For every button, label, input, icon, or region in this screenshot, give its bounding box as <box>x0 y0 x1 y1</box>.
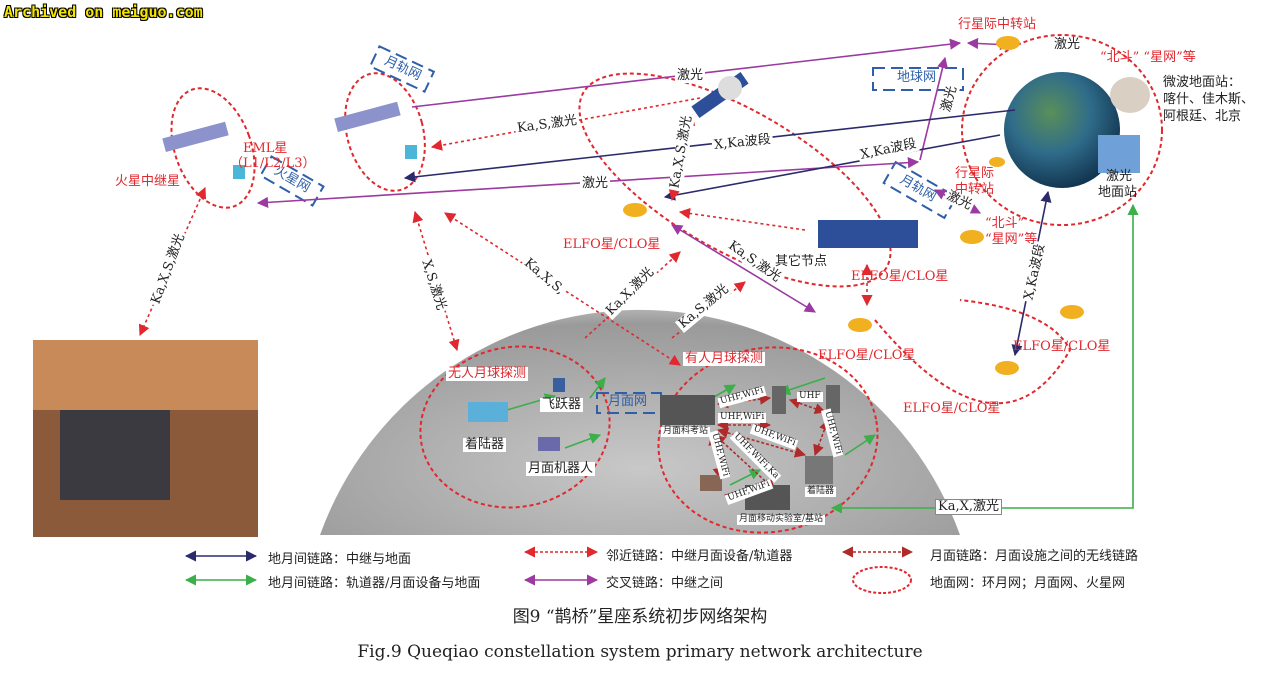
earth-network <box>961 34 1163 226</box>
laser-station-label-2: 地面站 <box>1098 185 1138 200</box>
beidou-mid-label-2: “星网”等 <box>985 232 1038 247</box>
microwave-dish-icon <box>1110 77 1150 113</box>
watermark: Archived on meiguo.com <box>4 3 203 21</box>
lander-label: 着陆器 <box>463 437 507 453</box>
elfo-label: ELFO星/CLO星 <box>818 348 916 363</box>
observatory-icon <box>1098 135 1140 173</box>
manned-label: 有人月球探测 <box>683 351 766 367</box>
link-label: 激光 <box>1052 37 1083 53</box>
link-label: UHF,WiFi <box>718 412 767 423</box>
link-label: Ka,X,激光 <box>935 499 1002 516</box>
relay-link-earth-eml <box>403 109 1016 183</box>
mars-relay-network <box>170 87 256 209</box>
unmanned-network <box>419 345 611 509</box>
link-label: 激光 <box>580 176 611 192</box>
lander2-label: 着陆器 <box>805 486 837 497</box>
beidou-top-label: “北斗” “星网”等 <box>1100 50 1196 65</box>
moon-surface <box>320 309 960 535</box>
lunar-orbit-box-1 <box>368 45 436 93</box>
legend-symbols <box>184 546 914 594</box>
caption-english: Fig.9 Queqiao constellation system prima… <box>357 642 923 662</box>
legend-item: 月面链路：月面设施之间的无线链路 <box>930 549 1139 564</box>
surface-net-label: 月面网 <box>608 394 648 409</box>
mars-relay-label: 火星中继星 <box>115 174 181 189</box>
hopper-label: 飞跃器 <box>540 397 584 413</box>
satellite-icons <box>162 36 1084 510</box>
legend-item: 交叉链路：中继之间 <box>606 576 724 591</box>
caption-chinese: 图9 “鹊桥”星座系统初步网络架构 <box>512 607 768 627</box>
link-label: UHF <box>797 391 823 402</box>
cross-link-earth-up <box>919 56 949 161</box>
elfo-label: ELFO星/CLO星 <box>1013 339 1111 354</box>
mobile-lab-label: 月面移动实验室/基站 <box>737 514 826 525</box>
proximity-link-other <box>678 207 806 231</box>
earth-net-label: 地球网 <box>897 70 937 85</box>
interplanetary-mid-label-1: 行星际 <box>955 166 995 181</box>
cross-link-elfo <box>671 224 816 313</box>
other-nodes-label: 其它节点 <box>775 254 828 269</box>
eml-network <box>344 72 426 192</box>
microwave-label-1: 微波地面站： <box>1163 75 1242 90</box>
eml-label: EML星 <box>243 141 288 156</box>
microwave-label-2: 喀什、佳木斯、 <box>1163 92 1255 107</box>
legend-item: 邻近链路：中继月面设备/轨道器 <box>606 549 793 564</box>
legend-item: 地月间链路：轨道器/月面设备与地面 <box>268 576 481 591</box>
microwave-label-3: 阿根廷、北京 <box>1163 109 1242 124</box>
elfo-label: ELFO星/CLO星 <box>563 237 661 252</box>
orbiter-link-green <box>830 203 1139 514</box>
robot-label: 月面机器人 <box>526 461 596 477</box>
earth-net-box <box>872 67 964 91</box>
legend-item: 地面网：环月网；月面网、火星网 <box>930 576 1126 591</box>
laser-station-label-1: 激光 <box>1106 169 1133 184</box>
relay-link-earth-elfo <box>663 134 1001 201</box>
elfo-label: ELFO星/CLO星 <box>903 401 1001 416</box>
legend-item: 地月间链路：中继与地面 <box>268 552 412 567</box>
eml-points-label: （L1/L2/L3） <box>230 156 316 171</box>
elfo-label: ELFO星/CLO星 <box>851 269 949 284</box>
station-label: 月面科考站 <box>661 426 711 437</box>
link-label: 激光 <box>675 68 706 84</box>
beidou-mid-label-1: “北斗” <box>985 216 1025 231</box>
earth-image <box>1004 72 1120 188</box>
interplanetary-top-label: 行星际中转站 <box>958 17 1037 32</box>
unmanned-label: 无人月球探测 <box>446 366 529 382</box>
interplanetary-mid-label-2: 中转站 <box>955 182 995 197</box>
